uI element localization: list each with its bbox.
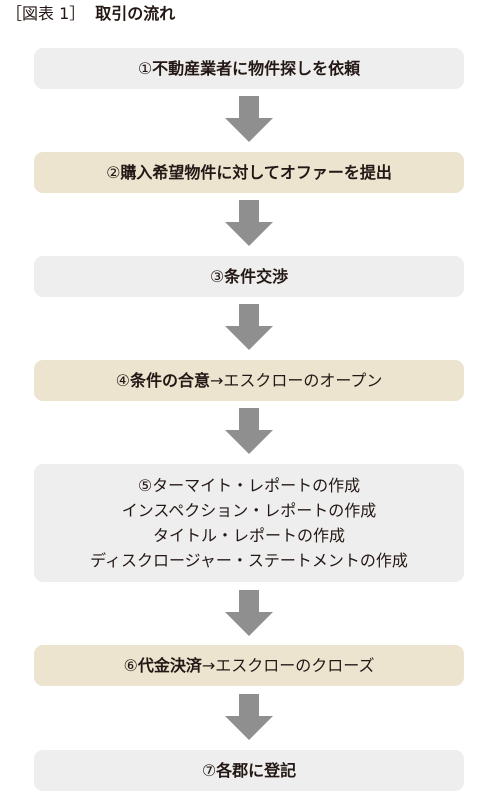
step-1-box: ①不動産業者に物件探しを依頼: [34, 48, 464, 89]
arrow-down-icon: [224, 590, 274, 636]
step-2-number: ②: [106, 163, 121, 182]
step-6-box: ⑥代金決済→エスクローのクローズ: [34, 645, 464, 686]
arrow-down-icon: [224, 408, 274, 454]
step-1-text: ①不動産業者に物件探しを依頼: [138, 56, 360, 81]
step-3-number: ③: [209, 267, 225, 286]
step-5-line-4: ディスクロージャー・ステートメントの作成: [90, 551, 408, 570]
step-7-number: ⑦: [201, 761, 217, 780]
step-6-text: ⑥代金決済→エスクローのクローズ: [124, 653, 375, 678]
step-7-label: 各郡に登記: [216, 761, 297, 780]
step-2-text: ②購入希望物件に対してオファーを提出: [106, 160, 392, 185]
step-5-line-1: ⑤ターマイト・レポートの作成: [138, 473, 360, 498]
step-2-box: ②購入希望物件に対してオファーを提出: [34, 152, 464, 193]
step-7-text: ⑦各郡に登記: [202, 758, 296, 783]
step-5-number: ⑤: [137, 476, 153, 495]
step-5-line-2: インスペクション・レポートの作成: [121, 501, 377, 520]
figure-title: 取引の流れ: [95, 4, 176, 23]
arrow-down-icon: [224, 694, 274, 740]
step-4-box: ④条件の合意→エスクローのオープン: [34, 360, 464, 401]
step-4-text: ④条件の合意→エスクローのオープン: [116, 368, 383, 393]
step-4-number: ④: [115, 371, 130, 390]
step-5-line-1-text: ターマイト・レポートの作成: [152, 476, 361, 495]
step-3-box: ③条件交渉: [34, 256, 464, 297]
step-4-sublabel: →エスクローのオープン: [209, 371, 383, 390]
step-5-line-3: タイトル・レポートの作成: [152, 526, 345, 545]
figure-header: ［図表 1］ 取引の流れ: [6, 2, 175, 26]
arrow-down-icon: [224, 200, 274, 246]
figure-label: ［図表 1］: [6, 4, 86, 23]
step-4-label: 条件の合意: [129, 371, 210, 390]
step-6-sublabel: →エスクローのクローズ: [201, 656, 375, 675]
arrow-down-icon: [224, 96, 274, 142]
step-2-label: 購入希望物件に対してオファーを提出: [120, 163, 392, 182]
arrow-down-icon: [224, 304, 274, 350]
step-6-number: ⑥: [123, 656, 138, 675]
step-5-box: ⑤ターマイト・レポートの作成 インスペクション・レポートの作成 タイトル・レポー…: [34, 464, 464, 582]
step-3-text: ③条件交渉: [210, 264, 288, 289]
step-3-label: 条件交渉: [224, 267, 289, 286]
step-6-label: 代金決済: [137, 656, 202, 675]
step-7-box: ⑦各郡に登記: [34, 750, 464, 791]
step-1-number: ①: [137, 59, 153, 78]
step-1-label: 不動産業者に物件探しを依頼: [152, 59, 361, 78]
